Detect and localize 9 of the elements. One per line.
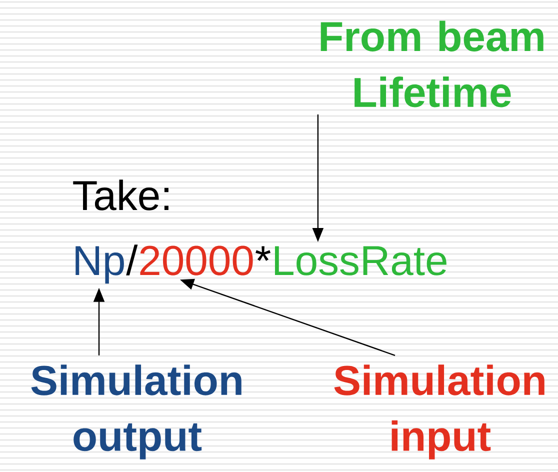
text-label: Simulation input	[334, 364, 544, 460]
formula-term: 20000	[140, 246, 253, 276]
operator-sign: /	[126, 244, 138, 276]
text-label: Take:	[73, 180, 168, 210]
operator-sign: *	[256, 246, 270, 261]
text-label: Simulation output	[31, 364, 242, 460]
formula-term: Np	[76, 246, 124, 284]
formula-term: LossRate	[275, 246, 446, 276]
text-label: From beam Lifetime	[320, 20, 544, 108]
